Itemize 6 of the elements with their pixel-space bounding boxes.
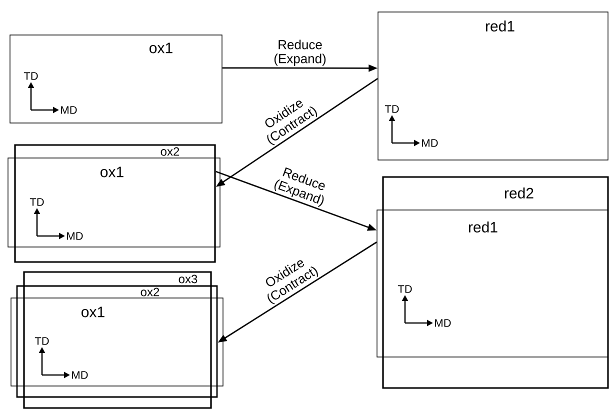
direction-arrows: TD MD bbox=[34, 337, 88, 379]
direction-arrows: TD MD bbox=[30, 198, 83, 240]
direction-arrows: TD MD bbox=[384, 105, 438, 147]
direction-arrows: TD MD bbox=[24, 72, 77, 114]
direction-arrows: TD MD bbox=[398, 285, 451, 327]
edge-label: Reduce (Expand) bbox=[274, 40, 326, 66]
